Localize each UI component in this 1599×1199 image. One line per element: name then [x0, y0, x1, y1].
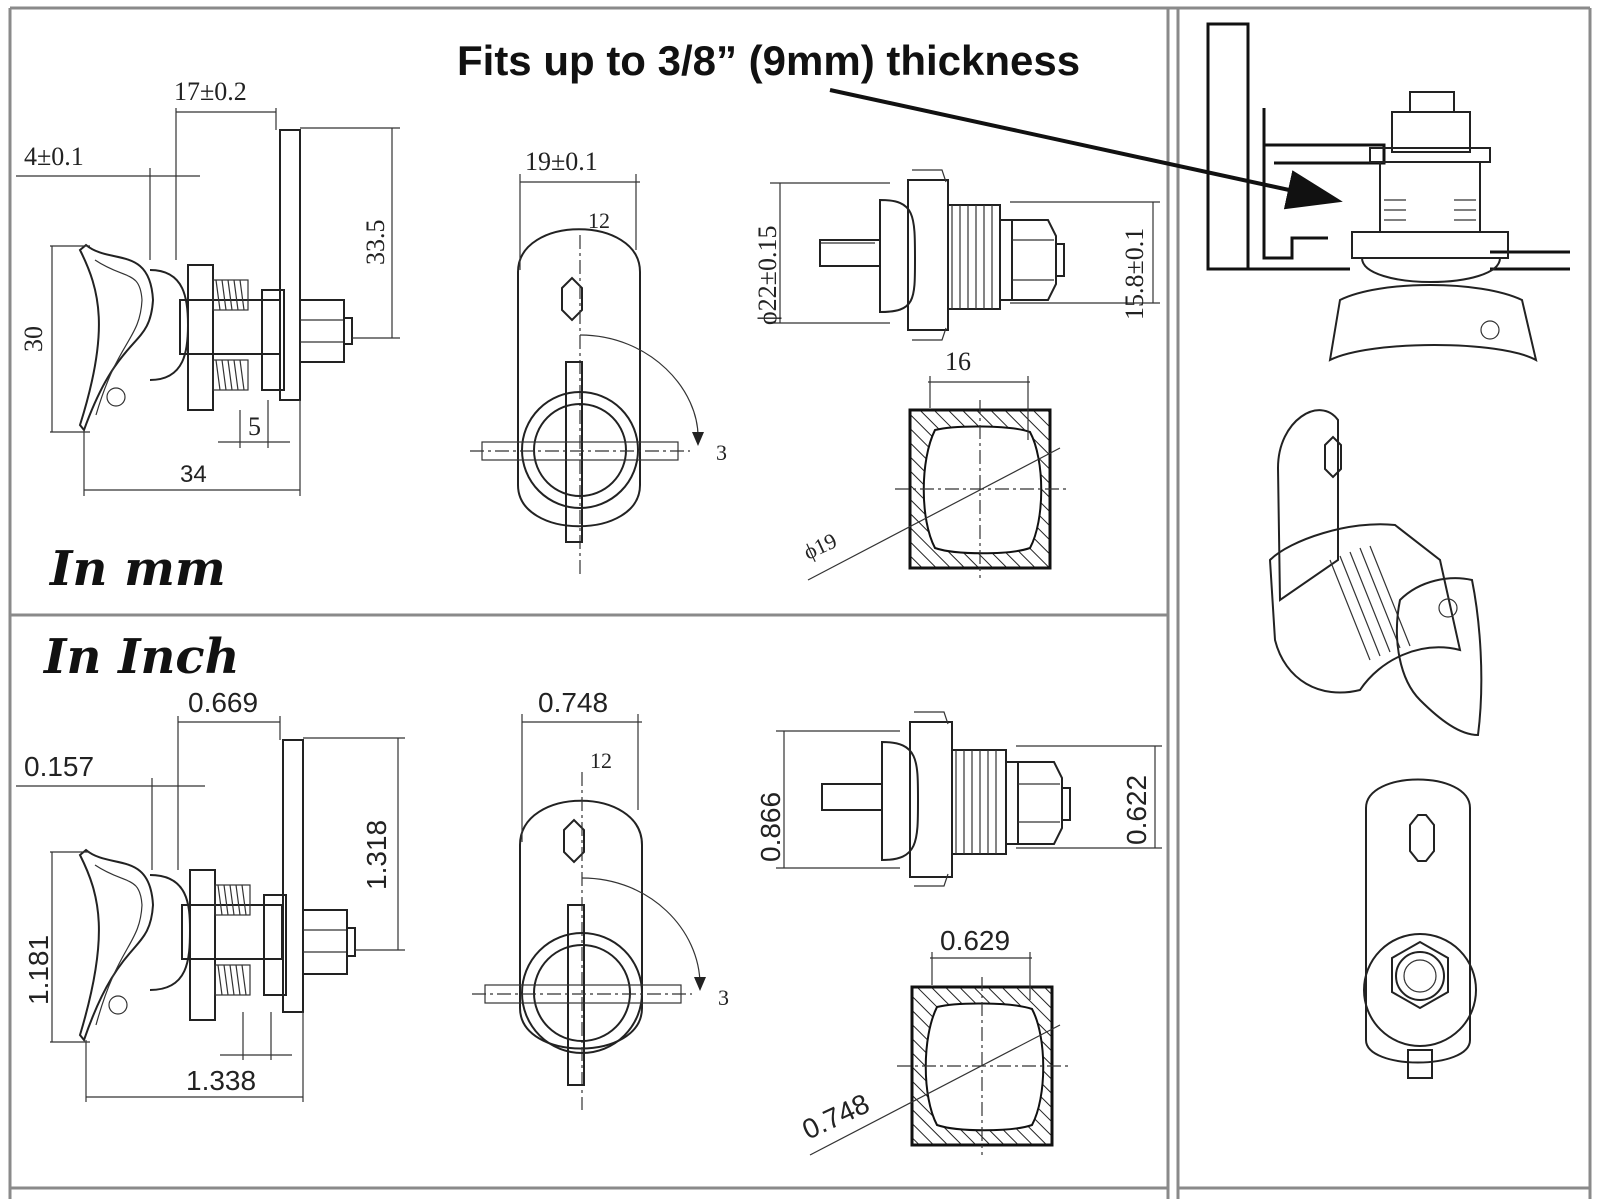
dim-1181-inch: 1.181	[23, 935, 54, 1005]
side-view-2-inch	[776, 711, 1162, 887]
dim-33-5-mm: 33.5	[361, 220, 390, 266]
section-title-inch: In Inch	[42, 629, 240, 685]
dim-19-dia-mm: ϕ19	[800, 528, 841, 565]
section-title-mm: In mm	[48, 541, 226, 597]
dim-0866-inch: 0.866	[755, 792, 786, 862]
dim-0157-inch: 0.157	[24, 751, 94, 782]
dim-5-mm: 5	[248, 412, 261, 441]
dim-12-inch: 12	[590, 748, 612, 773]
dim-19-mm: 19±0.1	[525, 147, 598, 176]
dim-34-mm: 34	[180, 461, 207, 488]
dim-3-inch: 3	[718, 985, 729, 1010]
sheet-frame	[8, 6, 1592, 1199]
dim-17-mm: 17±0.2	[174, 77, 247, 106]
front-view-inch	[472, 714, 706, 1110]
dim-30-mm: 30	[19, 326, 48, 352]
section-view-inch	[809, 952, 1072, 1156]
headline-text: Fits up to 3/8” (9mm) thickness	[457, 37, 1080, 84]
side-view-mm	[16, 108, 400, 496]
dim-1338-inch: 1.338	[186, 1065, 256, 1096]
dim-1318-inch: 1.318	[361, 820, 392, 890]
dim-4-mm: 4±0.1	[24, 142, 84, 171]
dim-0748-inch-front: 0.748	[538, 687, 608, 718]
dim-22-mm: ϕ22±0.15	[753, 226, 782, 325]
dim-0748-inch-section: 0.748	[797, 1088, 874, 1146]
dim-15-8-mm: 15.8±0.1	[1120, 228, 1149, 320]
front-view-mm	[470, 174, 704, 575]
isometric-view	[1268, 409, 1483, 737]
side-view-2-mm	[770, 169, 1160, 341]
side-view-inch	[16, 716, 405, 1102]
dim-0669-inch: 0.669	[188, 687, 258, 718]
back-view	[1363, 778, 1477, 1079]
section-view-mm	[807, 376, 1070, 581]
dim-0622-inch: 0.622	[1121, 775, 1152, 845]
dim-16-mm: 16	[945, 347, 971, 376]
dim-3-mm: 3	[716, 440, 727, 465]
dim-0629-inch: 0.629	[940, 925, 1010, 956]
installation-view	[829, 22, 1570, 362]
dim-12-mm: 12	[588, 208, 610, 233]
